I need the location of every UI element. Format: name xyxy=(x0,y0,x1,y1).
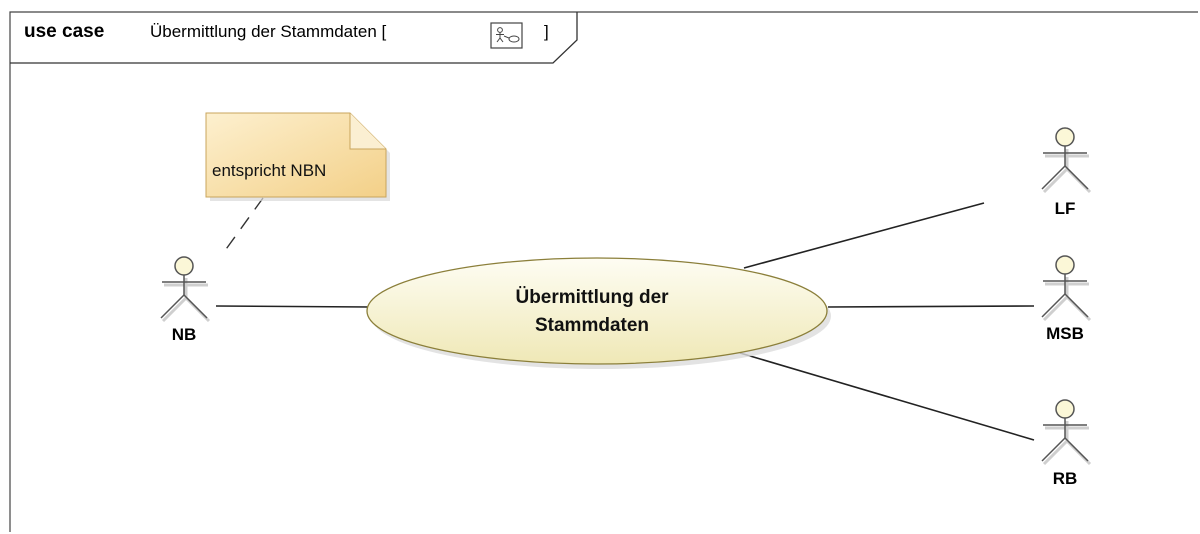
association-lf[interactable] xyxy=(743,202,985,269)
actor-nb[interactable]: NB xyxy=(160,256,211,344)
associations xyxy=(215,202,1035,441)
actor-msb-label: MSB xyxy=(1046,324,1084,343)
association-rb[interactable] xyxy=(739,352,1035,441)
use-case-title-line2: Stammdaten xyxy=(535,315,649,336)
actor-lf[interactable]: LF xyxy=(1041,127,1092,218)
frame-keyword: use case xyxy=(24,21,104,42)
note-text: entspricht NBN xyxy=(212,161,326,180)
actor-nb-label: NB xyxy=(172,325,197,344)
actor-nb-head xyxy=(174,256,194,276)
actor-rb[interactable]: RB xyxy=(1041,399,1092,488)
diagram-frame: use case Übermittlung der Stammdaten [ ] xyxy=(9,11,1198,532)
actor-lf-head xyxy=(1055,127,1075,147)
actor-msb-head xyxy=(1055,255,1075,275)
actor-rb-label: RB xyxy=(1053,469,1078,488)
association-msb[interactable] xyxy=(827,305,1035,308)
frame-name-close: ] xyxy=(544,22,549,41)
note-anchor-line[interactable] xyxy=(223,197,264,253)
actor-msb[interactable]: MSB xyxy=(1041,255,1092,343)
actor-lf-label: LF xyxy=(1055,199,1076,218)
frame-name: Übermittlung der Stammdaten [ xyxy=(150,22,386,41)
note[interactable]: entspricht NBN xyxy=(205,112,390,201)
use-case[interactable]: Übermittlung der Stammdaten xyxy=(366,257,831,369)
actor-rb-head xyxy=(1055,399,1075,419)
association-nb[interactable] xyxy=(215,305,371,308)
use-case-diagram-icon xyxy=(490,22,523,49)
use-case-title-line1: Übermittlung der xyxy=(515,287,669,308)
